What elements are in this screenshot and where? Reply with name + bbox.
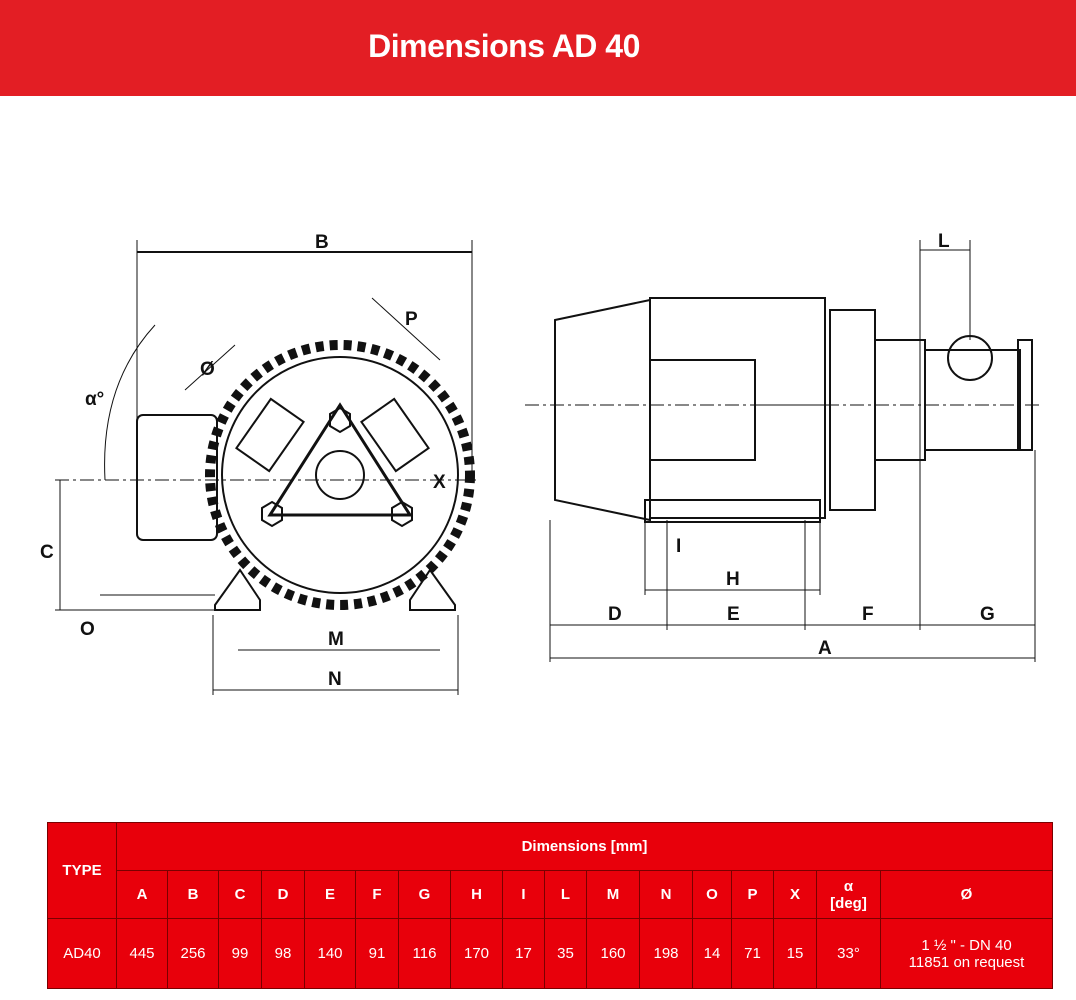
column-header-d: D [261, 870, 305, 919]
value-cell-g: 116 [398, 918, 451, 989]
label-M: M [328, 629, 344, 650]
dimensions-group-header: Dimensions [mm] [116, 822, 1053, 871]
label-H: H [726, 569, 740, 590]
column-header-h: H [450, 870, 503, 919]
label-N: N [328, 669, 342, 690]
type-cell: AD40 [47, 918, 117, 989]
label-alpha: α° [85, 389, 104, 410]
label-O: O [80, 619, 95, 640]
value-cell-f: 91 [355, 918, 399, 989]
label-F: F [862, 604, 874, 625]
value-cell-o: 14 [692, 918, 732, 989]
dimension-drawing: B P Ø α° X C O M N L I H D E F G A [40, 231, 1040, 695]
value-cell-l: 35 [544, 918, 587, 989]
label-diameter: Ø [200, 359, 215, 380]
label-D: D [608, 604, 622, 625]
column-header-n: N [639, 870, 693, 919]
page-title: Dimensions AD 40 [368, 27, 640, 64]
value-cell-m: 160 [586, 918, 640, 989]
value-cell-h: 170 [450, 918, 503, 989]
column-header-a: A [116, 870, 168, 919]
alpha-header: α[deg] [816, 870, 881, 919]
alpha-cell: 33° [816, 918, 881, 989]
value-cell-d: 98 [261, 918, 305, 989]
value-cell-a: 445 [116, 918, 168, 989]
diameter-header: Ø [880, 870, 1053, 919]
value-cell-b: 256 [167, 918, 219, 989]
label-P: P [405, 309, 418, 330]
label-L: L [938, 231, 950, 252]
column-header-b: B [167, 870, 219, 919]
column-header-e: E [304, 870, 356, 919]
label-I: I [676, 536, 681, 557]
label-A: A [818, 638, 832, 659]
label-G: G [980, 604, 995, 625]
value-cell-x: 15 [773, 918, 817, 989]
label-X: X [433, 472, 446, 493]
value-cell-i: 17 [502, 918, 545, 989]
column-header-f: F [355, 870, 399, 919]
column-header-p: P [731, 870, 774, 919]
value-cell-p: 71 [731, 918, 774, 989]
column-header-i: I [502, 870, 545, 919]
label-E: E [727, 604, 740, 625]
value-cell-c: 99 [218, 918, 262, 989]
type-header: TYPE [47, 822, 117, 919]
label-C: C [40, 542, 54, 563]
value-cell-n: 198 [639, 918, 693, 989]
column-header-o: O [692, 870, 732, 919]
label-B: B [315, 232, 329, 253]
column-header-m: M [586, 870, 640, 919]
value-cell-e: 140 [304, 918, 356, 989]
title-banner: Dimensions AD 40 [0, 0, 1076, 96]
column-header-x: X [773, 870, 817, 919]
column-header-g: G [398, 870, 451, 919]
front-view [55, 240, 480, 695]
column-header-l: L [544, 870, 587, 919]
column-header-c: C [218, 870, 262, 919]
side-view [525, 240, 1040, 662]
